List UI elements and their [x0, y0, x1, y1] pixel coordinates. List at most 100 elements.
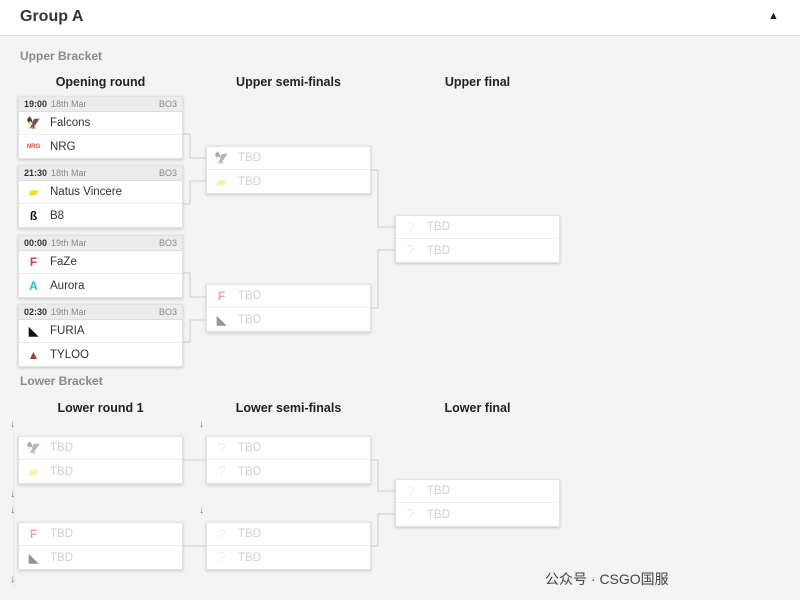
team-name: TBD [427, 508, 450, 521]
team-row[interactable]: ◣ TBD [19, 546, 182, 569]
furia-logo-icon: ◣ [28, 550, 39, 565]
team-name: TBD [50, 551, 73, 564]
team-name: TBD [50, 442, 73, 454]
match-card[interactable]: ?TBD?TBD [206, 436, 371, 484]
team-row[interactable]: F FaZe [19, 251, 182, 274]
match-format: BO3 [158, 99, 177, 109]
round-heading: Lower round 1 [57, 401, 144, 415]
team-name: Aurora [50, 279, 85, 292]
nrg-logo-icon: NRG [26, 143, 41, 150]
lower-bracket-label: Lower Bracket [20, 374, 103, 388]
furia-logo-icon: ◣ [216, 312, 227, 327]
unknown-team-icon: ? [217, 525, 226, 543]
match-format: BO3 [158, 307, 177, 317]
team-name: TBD [238, 290, 261, 302]
falcons-logo-icon: 🦅 [26, 441, 41, 455]
team-row[interactable]: ◣FURIA [19, 320, 182, 343]
faze-logo-icon: F [29, 527, 38, 541]
match-format: BO3 [158, 168, 177, 178]
round-heading: Upper semi-finals [236, 75, 341, 89]
match-card[interactable]: ?TBD?TBD [206, 522, 371, 570]
match-time: 00:00 [24, 238, 48, 248]
unknown-team-icon: ? [406, 242, 415, 259]
watermark: 公众号 · CSGO国服 [545, 571, 669, 587]
team-name: Falcons [50, 117, 91, 129]
team-name: TBD [50, 528, 73, 540]
team-row[interactable]: ◣ TBD [207, 308, 370, 331]
team-row[interactable]: F TBD [19, 523, 182, 546]
upper-bracket-label: Upper Bracket [20, 49, 103, 63]
drop-arrow-icon: ↓ [199, 505, 204, 516]
navi-logo-icon: ▰ [28, 464, 39, 479]
team-name: TBD [238, 313, 261, 326]
round-heading: Lower final [444, 401, 511, 415]
team-row[interactable]: ▲TYLOO [19, 343, 182, 366]
faze-logo-icon: F [29, 255, 38, 269]
team-row[interactable]: 🦅TBD [207, 147, 370, 170]
team-name: B8 [50, 209, 65, 222]
match-format: BO3 [158, 238, 177, 248]
match-time: 19:00 [24, 99, 48, 109]
match-time: 02:30 [24, 307, 48, 317]
team-row[interactable]: ▰Natus Vincere [19, 181, 182, 204]
furia-logo-icon: ◣ [28, 324, 39, 338]
team-row[interactable]: ? TBD [396, 503, 559, 526]
falcons-logo-icon: 🦅 [214, 151, 229, 165]
match-card[interactable]: ? TBD? TBD [395, 479, 560, 527]
team-row[interactable]: ?TBD [207, 460, 370, 483]
match-date: 19th Mar [51, 307, 87, 317]
team-name: FaZe [50, 256, 77, 268]
drop-arrow-icon: ↓ [199, 419, 204, 430]
drop-arrow-icon: ↓ [10, 419, 15, 430]
team-name: TBD [50, 465, 73, 478]
navi-logo-icon: ▰ [28, 185, 39, 199]
team-name: TBD [238, 442, 261, 454]
match-date: 18th Mar [51, 168, 87, 178]
team-name: TBD [238, 465, 261, 478]
group-title: Group A [20, 8, 84, 25]
team-row[interactable]: ▰TBD [207, 170, 370, 193]
match-card[interactable]: F TBD ◣ TBD [18, 522, 183, 570]
team-row[interactable]: ▰ TBD [19, 460, 182, 483]
unknown-team-icon: ? [406, 482, 415, 500]
caret-up-icon[interactable]: ▲ [768, 10, 779, 22]
team-name: TBD [427, 244, 450, 257]
team-name: TBD [427, 221, 450, 233]
team-row[interactable]: ? TBD [396, 480, 559, 503]
team-name: TBD [238, 528, 261, 540]
team-row[interactable]: ? TBD [207, 437, 370, 460]
team-row[interactable]: ? TBD [207, 523, 370, 546]
unknown-team-icon: ? [406, 506, 415, 523]
team-row[interactable]: ?TBD [207, 546, 370, 569]
team-row[interactable]: ? TBD [396, 216, 559, 239]
match-card[interactable]: ? TBD? TBD [395, 215, 560, 263]
team-row[interactable]: 🦅 TBD [19, 437, 182, 460]
unknown-team-icon: ? [406, 218, 415, 236]
unknown-team-icon: ? [217, 439, 226, 457]
team-row[interactable]: ? TBD [396, 239, 559, 262]
aurora-logo-icon: A [29, 278, 38, 293]
group-header[interactable]: Group A ▲ [0, 0, 800, 36]
team-row[interactable]: 🦅Falcons [19, 112, 182, 135]
round-heading: Opening round [55, 75, 146, 89]
match-card[interactable]: 🦅TBD▰TBD [206, 146, 371, 194]
match-date: 19th Mar [51, 238, 87, 248]
drop-arrow-icon: ↓ [10, 489, 15, 500]
team-row[interactable]: A Aurora [19, 274, 182, 297]
match-card[interactable]: 🦅 TBD ▰ TBD [18, 436, 183, 484]
team-name: TBD [427, 485, 450, 497]
round-heading: Lower semi-finals [235, 401, 342, 415]
